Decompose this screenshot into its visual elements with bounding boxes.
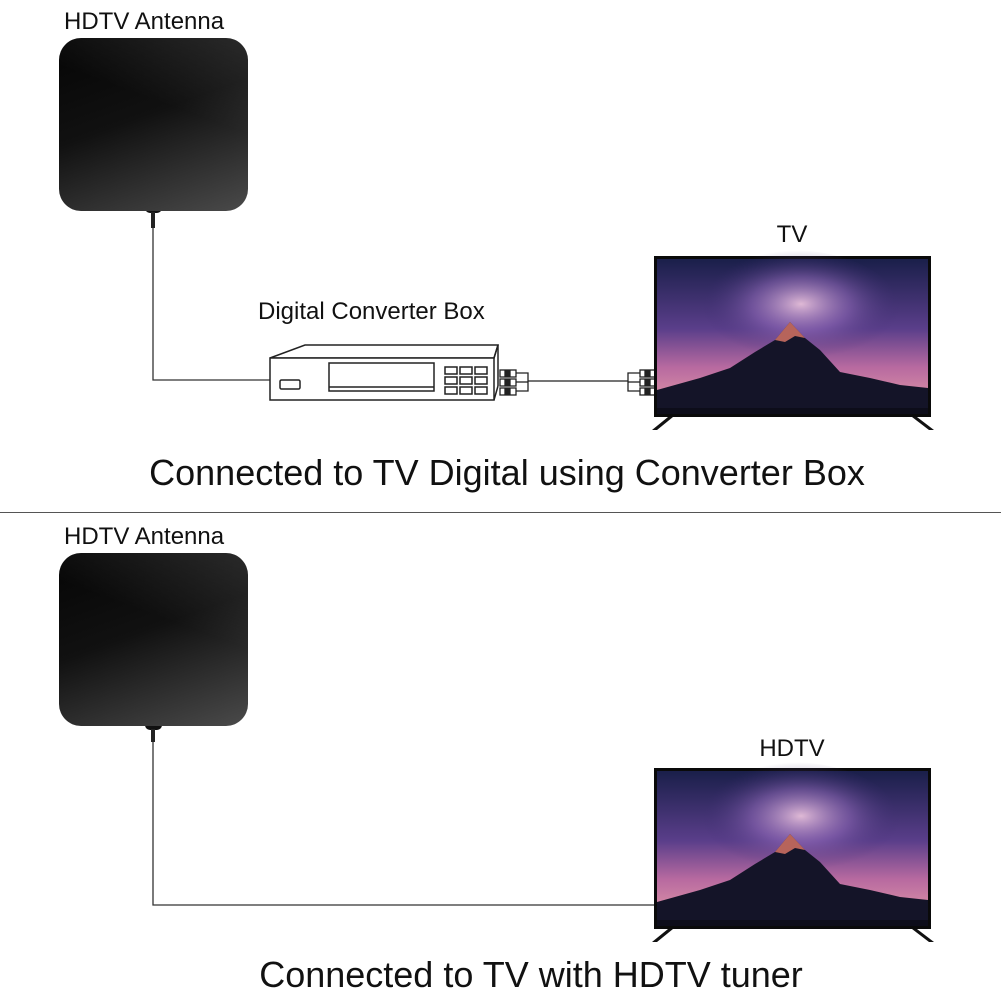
converter-box-label: Digital Converter Box (258, 298, 485, 325)
bottom-tv-label: HDTV (759, 735, 825, 762)
converter-box (269, 344, 500, 401)
rca-cables (499, 369, 657, 396)
top-antenna-label: HDTV Antenna (64, 8, 225, 35)
bottom-caption: Connected to TV with HDTV tuner (259, 954, 803, 995)
top-tv (652, 250, 934, 430)
bottom-antenna-label: HDTV Antenna (64, 523, 225, 550)
bottom-antenna-cable (145, 704, 654, 906)
bottom-tv (652, 762, 934, 942)
panel-divider (0, 512, 1001, 513)
top-caption: Connected to TV Digital using Converter … (149, 452, 865, 493)
bottom-antenna (59, 553, 248, 726)
top-antenna-cable (145, 187, 270, 381)
top-antenna (59, 38, 248, 211)
top-tv-label: TV (776, 221, 808, 248)
